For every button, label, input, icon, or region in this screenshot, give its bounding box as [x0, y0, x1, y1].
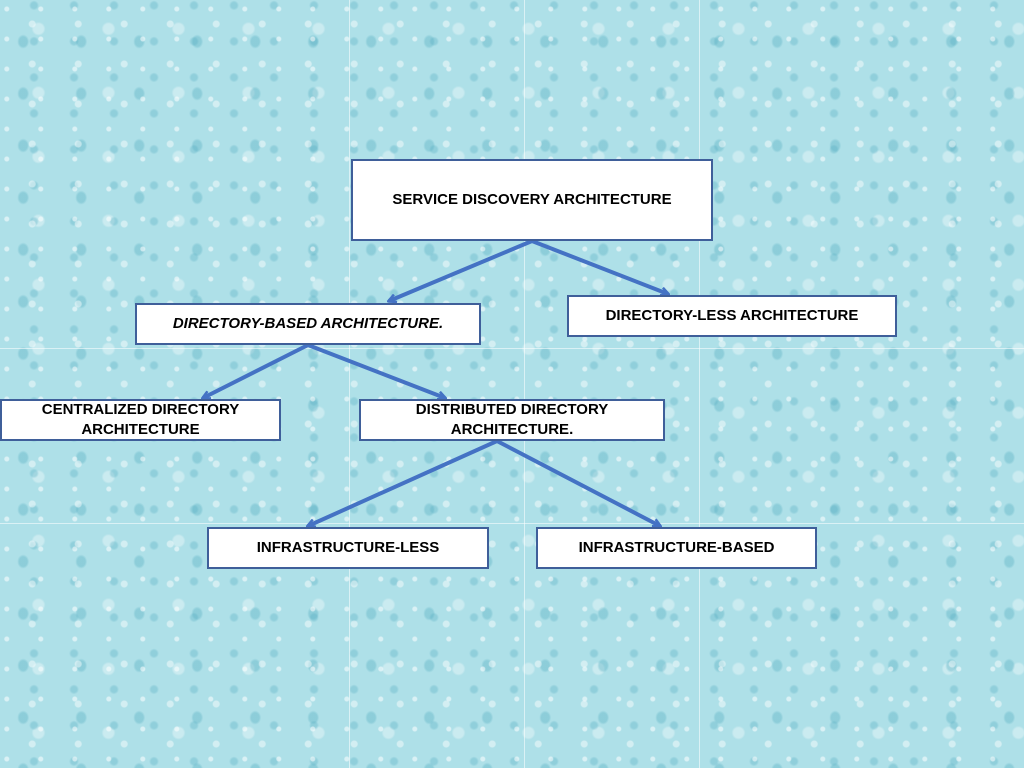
node-centralized-directory-architecture: CENTRALIZED DIRECTORY ARCHITECTURE — [0, 399, 281, 441]
background-tile-seam — [699, 0, 700, 768]
node-label: INFRASTRUCTURE-LESS — [256, 539, 440, 556]
node-label: INFRASTRUCTURE-BASED — [578, 539, 775, 556]
arrow-directory-based-to-distributed — [307, 343, 445, 398]
node-service-discovery-architecture: SERVICE DISCOVERY ARCHITECTURE — [351, 159, 713, 241]
node-label-line: ARCHITECTURE. — [450, 421, 574, 438]
arrow-distributed-to-infrastructure-based — [496, 439, 660, 528]
node-label: DIRECTORY-BASED ARCHITECTURE. — [172, 315, 444, 332]
node-label-line: DISTRIBUTED DIRECTORY — [415, 401, 609, 418]
background-tile-seam — [0, 523, 1024, 524]
background-tile-seam — [0, 348, 1024, 349]
arrow-root-to-directory-less — [531, 239, 668, 294]
node-infrastructure-less: INFRASTRUCTURE-LESS — [207, 527, 489, 569]
arrow-distributed-to-infrastructure-less — [308, 439, 498, 526]
node-infrastructure-based: INFRASTRUCTURE-BASED — [536, 527, 817, 569]
arrow-root-to-directory-based — [389, 239, 533, 301]
node-directory-based-architecture: DIRECTORY-BASED ARCHITECTURE. — [135, 303, 481, 345]
background-tile-seam — [524, 0, 525, 768]
arrow-directory-based-to-centralized — [203, 343, 309, 400]
node-directory-less-architecture: DIRECTORY-LESS ARCHITECTURE — [567, 295, 897, 337]
node-distributed-directory-architecture: DISTRIBUTED DIRECTORY ARCHITECTURE. — [359, 399, 665, 441]
background-tile-seam — [349, 0, 350, 768]
node-label-line: CENTRALIZED DIRECTORY — [41, 401, 240, 418]
node-label: SERVICE DISCOVERY ARCHITECTURE — [392, 191, 672, 208]
node-label-line: ARCHITECTURE — [81, 421, 200, 438]
node-label: DIRECTORY-LESS ARCHITECTURE — [605, 307, 859, 324]
